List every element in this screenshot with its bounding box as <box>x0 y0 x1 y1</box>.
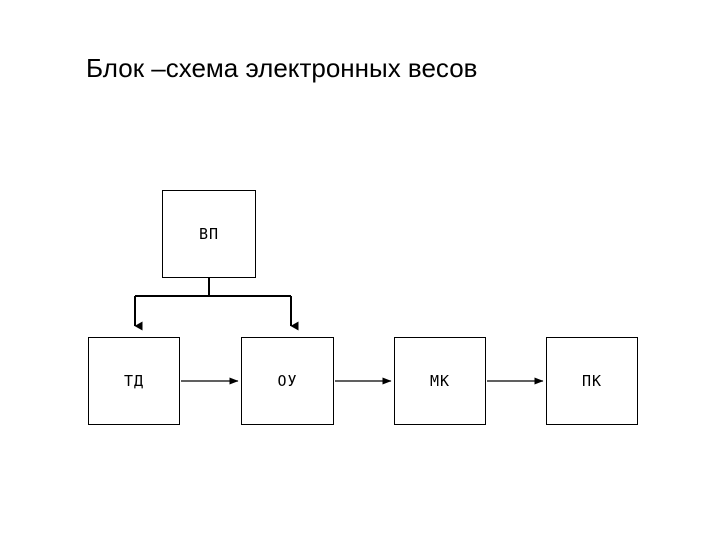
block-td-label: ТД <box>123 372 145 390</box>
block-mk[interactable]: МК <box>394 337 486 425</box>
block-td[interactable]: ТД <box>88 337 180 425</box>
block-vp-label: ВП <box>198 225 220 243</box>
page-title: Блок –схема электронных весов <box>86 53 478 83</box>
edge-vp-split <box>134 278 299 331</box>
block-oy[interactable]: ОУ <box>241 337 334 425</box>
block-pk[interactable]: ПК <box>546 337 638 425</box>
block-pk-label: ПК <box>581 372 603 390</box>
block-vp[interactable]: ВП <box>162 190 256 278</box>
block-oy-label: ОУ <box>277 372 298 390</box>
block-mk-label: МК <box>429 372 451 390</box>
